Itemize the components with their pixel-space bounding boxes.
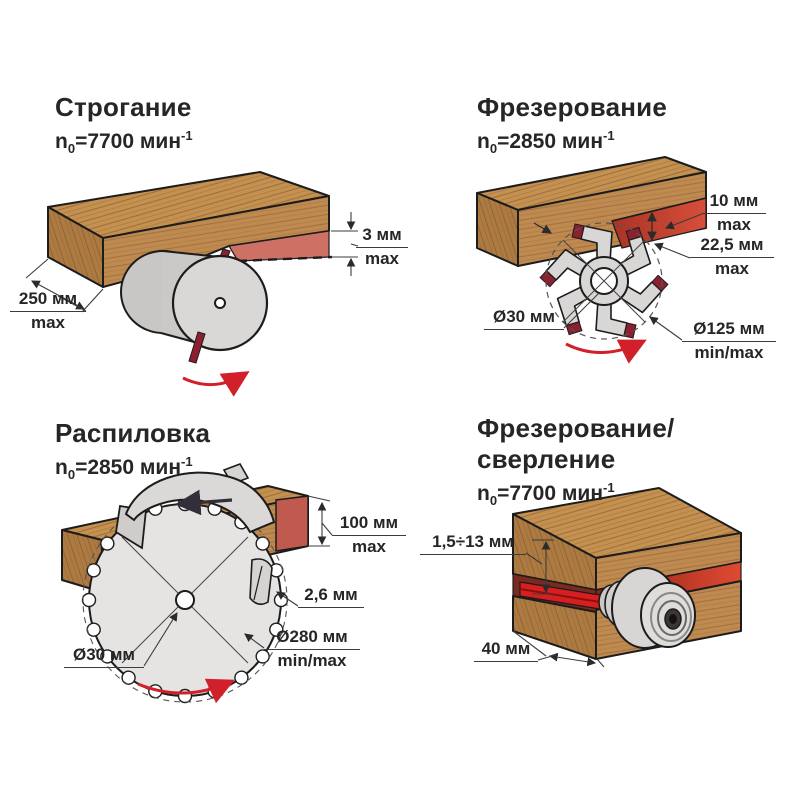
planing-dim-depth: 3 мм max [356, 224, 408, 270]
milling-cutter-tip-circle [545, 222, 663, 340]
milling-dim-diameter: Ø125 мм min/max [682, 318, 776, 364]
planing-dim-width-lines [25, 258, 104, 313]
drilling-dim-range: 1,5÷13 мм [420, 531, 526, 556]
sawing-heading: Распиловка n0=2850 мин-1 [55, 418, 210, 482]
sawing-bore [175, 590, 195, 610]
sawing-blade-guard [115, 463, 276, 550]
milling-dim-bore: Ø30 мм [484, 306, 564, 331]
milling-dim-leaders [563, 213, 703, 341]
drilling-speed: n0=7700 мин-1 [477, 480, 615, 509]
milling-title: Фрезерование [477, 92, 667, 122]
milling-rotation-arrow [565, 339, 647, 364]
sawing-dim-height: 100 мм max [332, 512, 406, 558]
drilling-heading: Фрезерование/сверление n0=7700 мин-1 [477, 413, 800, 508]
sawing-riving-knife [249, 558, 273, 606]
milling-feed-arrow [533, 222, 553, 234]
drilling-dim-depth: 40 мм [474, 638, 538, 663]
milling-speed: n0=2850 мин-1 [477, 128, 615, 157]
sawing-dim-kerf: 2,6 мм [298, 584, 364, 609]
planing-title: Строгание [55, 92, 192, 122]
milling-dim-depth: 10 мм max [702, 190, 766, 236]
planing-cut-dashed-edge [237, 255, 333, 263]
milling-beam-end [476, 192, 519, 267]
milling-heading: Фрезерование n0=2850 мин-1 [477, 92, 667, 156]
drilling-chuck [598, 567, 696, 649]
milling-cutter [537, 222, 671, 340]
sawing-blade [81, 496, 289, 704]
sawing-illustration [61, 463, 333, 704]
sawing-tip-circle [82, 497, 288, 703]
planing-dim-depth-lines [331, 212, 359, 276]
planing-heading: Строгание n0=7700 мин-1 [55, 92, 193, 156]
planing-rotation-arrow [182, 371, 250, 397]
milling-illustration [476, 156, 707, 364]
sawing-cut-face [275, 495, 309, 552]
sawing-rotation-arrow [137, 678, 235, 704]
planing-blade-bottom [188, 331, 206, 364]
sawing-dim-lines [143, 495, 333, 667]
sawing-speed: n0=2850 мин-1 [55, 454, 193, 483]
sawing-dim-diameter: Ø280 мм min/max [264, 626, 360, 672]
planing-speed: n0=7700 мин-1 [55, 128, 193, 157]
sawing-feed-arrow [174, 489, 233, 516]
planing-board-end [47, 206, 104, 288]
drilling-dim-lines [512, 539, 605, 668]
planing-drum [120, 248, 269, 364]
planing-dim-width: 250 мм max [10, 288, 86, 334]
drilling-illustration [512, 487, 742, 668]
drilling-title: Фрезерование/сверление [477, 413, 675, 474]
milling-dim-height: 22,5 мм max [690, 234, 774, 280]
planing-illustration [25, 171, 359, 397]
sawing-dim-bore: Ø30 мм [64, 644, 144, 669]
sawing-title: Распиловка [55, 418, 211, 448]
